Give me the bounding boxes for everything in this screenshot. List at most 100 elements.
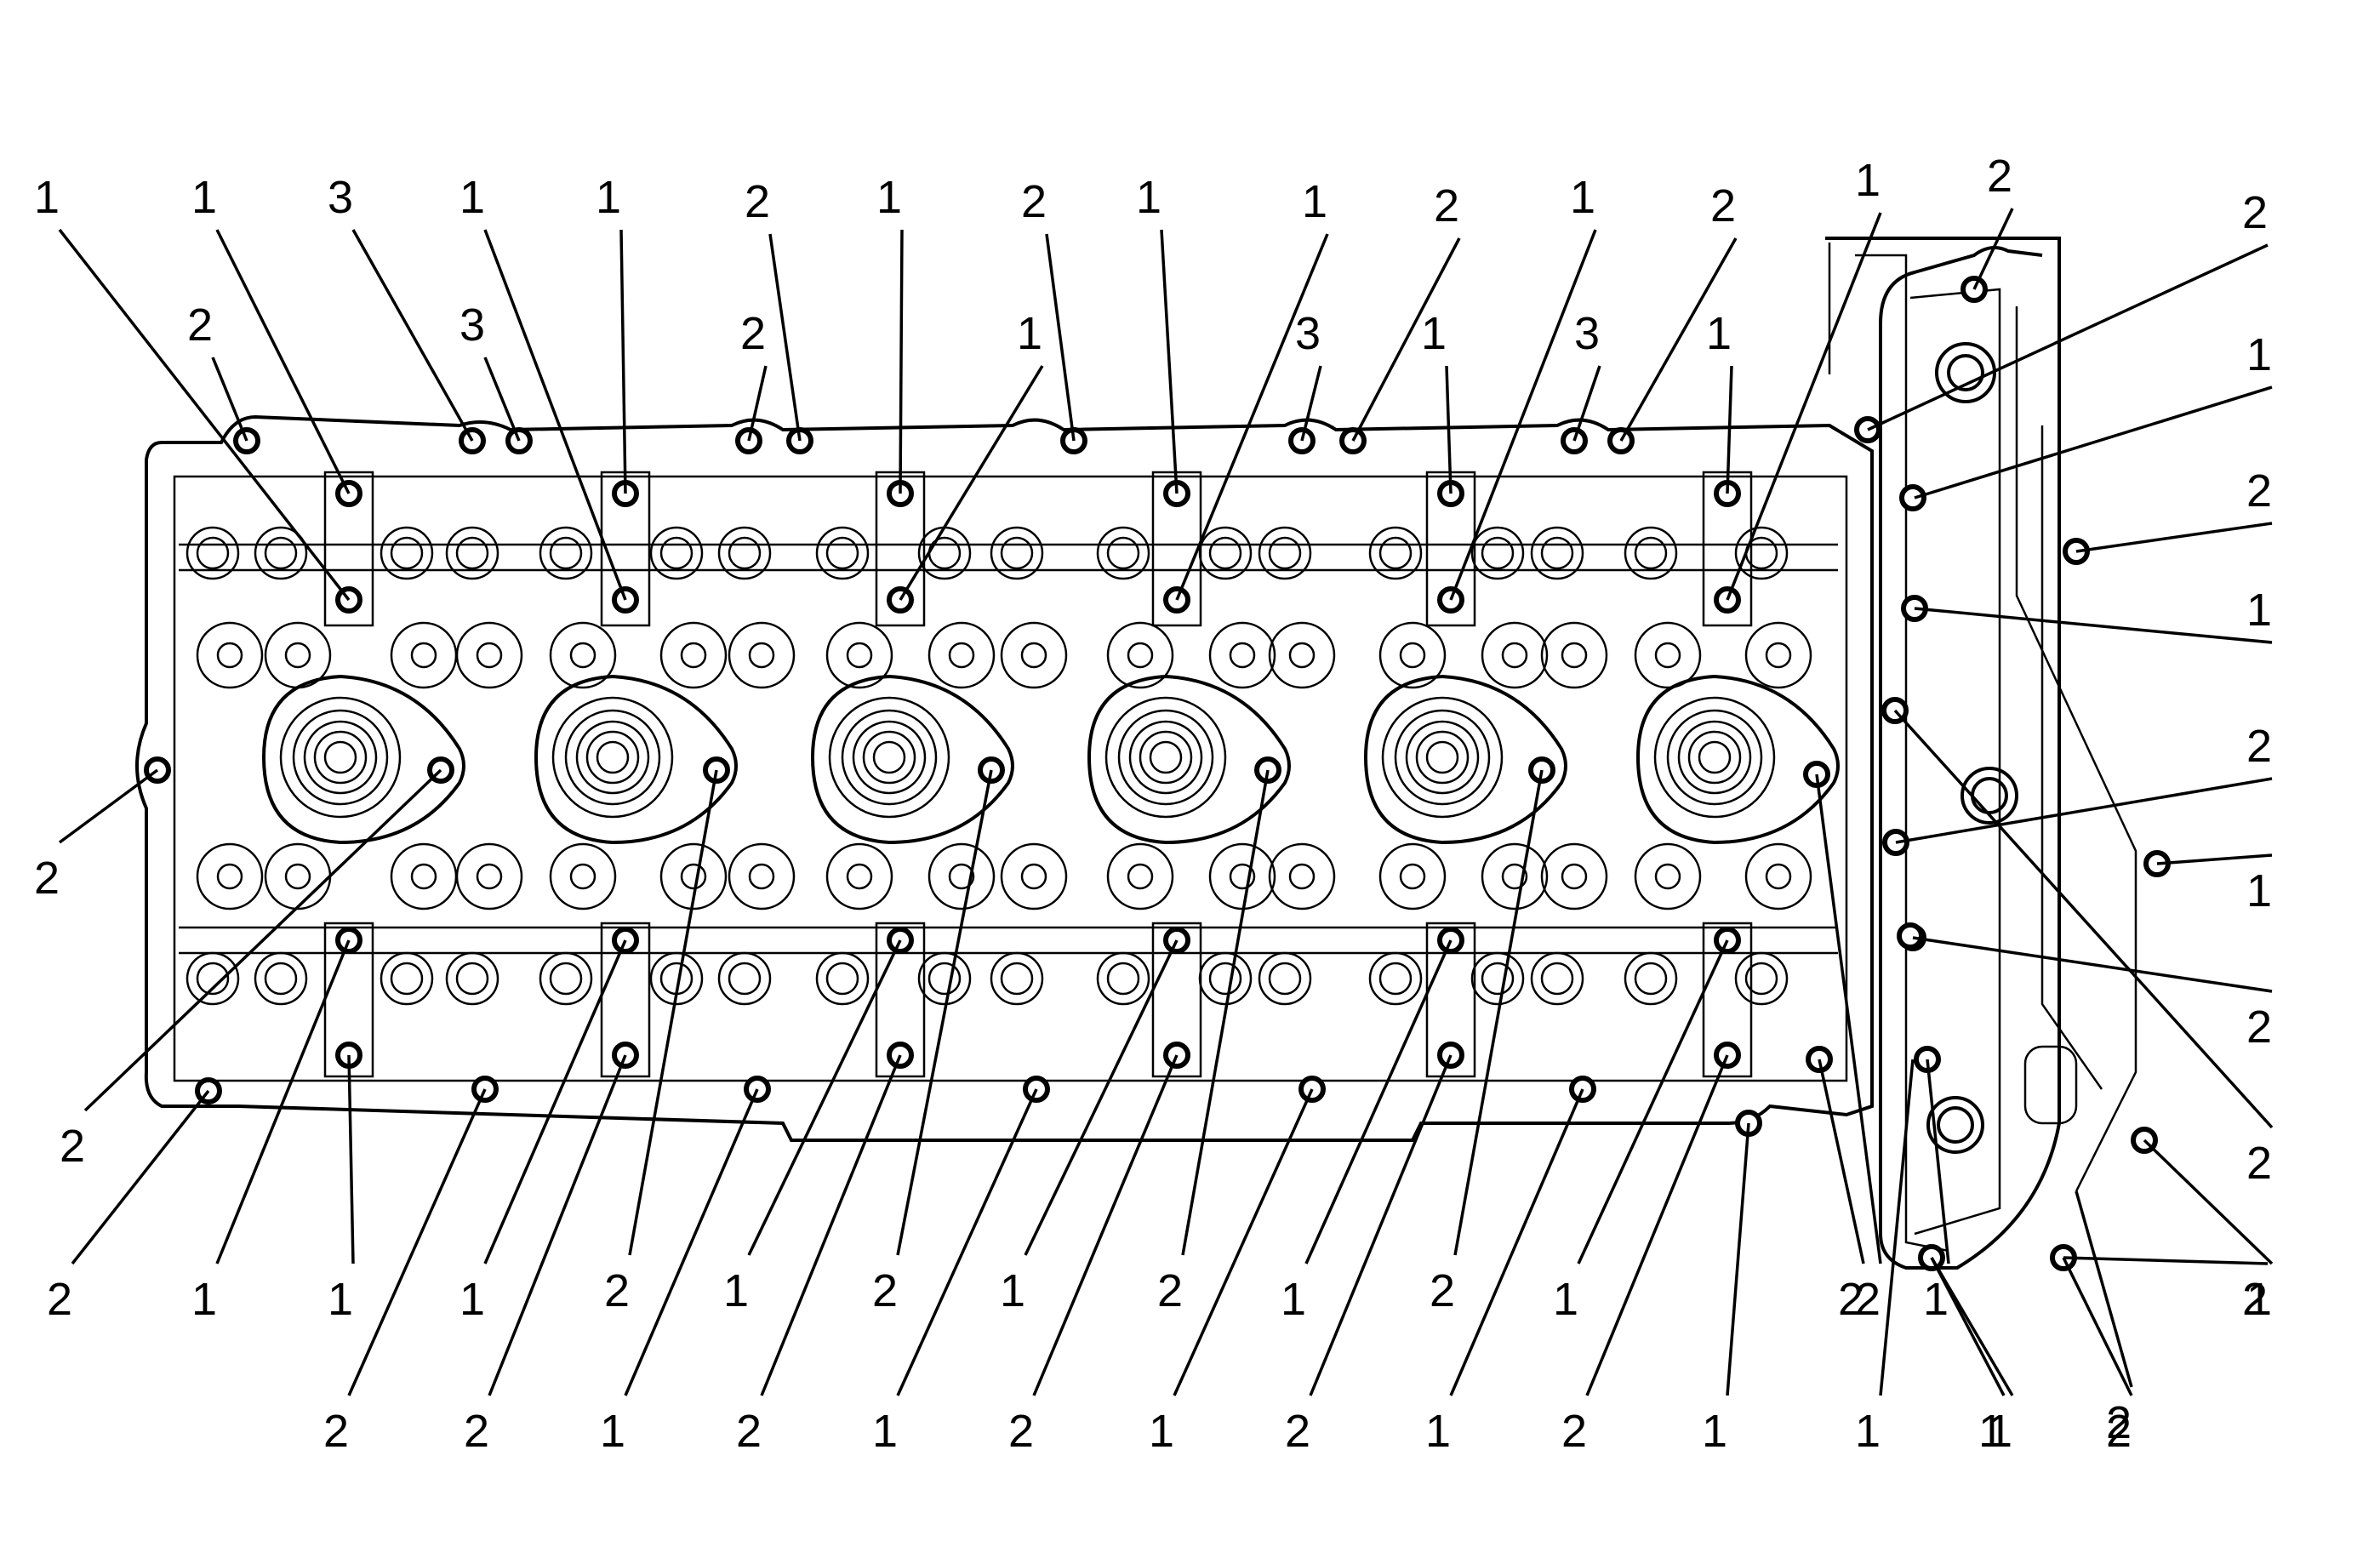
valve-spring: [990, 526, 1044, 580]
callout-leader: [1445, 365, 1453, 494]
callout-label: 1: [1553, 1274, 1578, 1325]
callout-leader: [1160, 229, 1179, 494]
valve-spring: [1258, 526, 1312, 580]
callout-leader: [351, 229, 474, 442]
callout-leader: [2143, 1139, 2274, 1265]
lifter-bore: [455, 621, 523, 689]
callout-label: 1: [1017, 308, 1042, 359]
callout-leader: [211, 357, 248, 442]
valve-spring: [254, 526, 308, 580]
callout-leader: [1726, 365, 1733, 494]
lifter-bore: [825, 842, 893, 910]
callout-leader: [1818, 1059, 1865, 1264]
callout-label: 1: [1923, 1274, 1949, 1325]
lifter-bore: [1634, 842, 1702, 910]
callout-label: 2: [47, 1274, 72, 1325]
callout-leader: [215, 939, 351, 1264]
valve-spring: [539, 951, 593, 1006]
lifter-bore: [196, 621, 264, 689]
cam-cap: [875, 922, 926, 1078]
valve-spring: [445, 951, 499, 1006]
callout-label: 1: [723, 1265, 749, 1316]
callout-label: 2: [745, 176, 770, 227]
valve-spring: [1198, 951, 1253, 1006]
callout-leader: [1893, 709, 2274, 1129]
callout-leader: [1815, 773, 1882, 1264]
callout-label: 1: [2246, 865, 2272, 916]
callout-leader: [1032, 1054, 1179, 1396]
callout-label: 1: [328, 1274, 353, 1325]
callout-label: 2: [1987, 151, 2012, 202]
callout-label: 2: [464, 1406, 489, 1457]
callout-label: 2: [1838, 1274, 1863, 1325]
callout-label: 3: [459, 300, 485, 351]
callout-label: 2: [60, 1121, 85, 1172]
callout-leader: [1300, 365, 1322, 442]
callout-label: 1: [459, 172, 485, 223]
callout-label: 2: [2246, 1138, 2272, 1189]
callout-leader: [1867, 243, 2269, 431]
callout-label: 1: [1987, 1406, 2012, 1457]
callout-label: 1: [1136, 172, 1161, 223]
callout-label: 2: [2246, 1002, 2272, 1053]
callout-label: 1: [1702, 1406, 1727, 1457]
valve-spring: [445, 526, 499, 580]
bolt-hole: [1897, 922, 1924, 950]
callout-leader: [1914, 385, 2273, 499]
callout-label: 1: [1281, 1274, 1306, 1325]
callout-leader: [58, 768, 159, 844]
callout-leader: [760, 1054, 902, 1396]
callout-leader: [1914, 607, 2273, 644]
callout-label: 2: [2246, 721, 2272, 772]
callout-label: 1: [600, 1406, 625, 1457]
lifter-bore: [1106, 621, 1174, 689]
callout-leader: [483, 939, 627, 1264]
cam-cap: [600, 922, 651, 1078]
callout-leader: [1175, 233, 1329, 601]
lifter-bore: [1744, 842, 1812, 910]
spark-plug-bosses: [261, 674, 1840, 845]
callout-leader: [71, 1089, 210, 1265]
lifter-bore: [1378, 842, 1447, 910]
callout-label: 2: [2106, 1397, 2132, 1448]
callout-label: 1: [2246, 1274, 2272, 1325]
callout-leader: [1572, 365, 1601, 442]
lifter-bore: [1481, 621, 1549, 689]
valve-spring: [1096, 526, 1150, 580]
callout-leader: [2063, 1256, 2269, 1265]
callout-leader: [1181, 769, 1270, 1256]
callout-leader: [1879, 1059, 1915, 1396]
valve-spring: [990, 951, 1044, 1006]
callout-leader: [747, 939, 902, 1256]
callout-label: 3: [1295, 308, 1321, 359]
callout-leader: [899, 229, 904, 494]
callout-label: 2: [2106, 1406, 2132, 1457]
valve-spring: [380, 526, 434, 580]
callout-label: 2: [1285, 1406, 1310, 1457]
callout-label: 1: [2246, 585, 2272, 636]
lifter-bore: [1208, 621, 1276, 689]
callout-label: 1: [1000, 1265, 1025, 1316]
valve-spring: [1530, 951, 1584, 1006]
valve-spring: [185, 526, 240, 580]
valve-spring: [1470, 526, 1525, 580]
spark-plug-boss: [1635, 674, 1840, 845]
callout-label: 2: [1021, 176, 1047, 227]
lifter-bore: [1208, 842, 1276, 910]
callout-leader: [896, 1088, 1038, 1396]
lifter-bore: [1540, 842, 1608, 910]
callout-label: 1: [1855, 155, 1881, 206]
callout-label: 2: [1855, 1274, 1881, 1325]
callout-label: 1: [1302, 176, 1327, 227]
callout-leader: [899, 365, 1044, 601]
callout-label: 1: [1149, 1406, 1174, 1457]
callout-label: 1: [34, 172, 60, 223]
callout-leader: [619, 229, 627, 494]
callout-leader: [1930, 1257, 2014, 1396]
cylinder-head-outline: [135, 414, 1874, 1142]
callout-leader: [2062, 1257, 2133, 1396]
lifter-bore: [455, 842, 523, 910]
callout-leader: [215, 229, 351, 494]
callout-leader: [1045, 233, 1076, 442]
